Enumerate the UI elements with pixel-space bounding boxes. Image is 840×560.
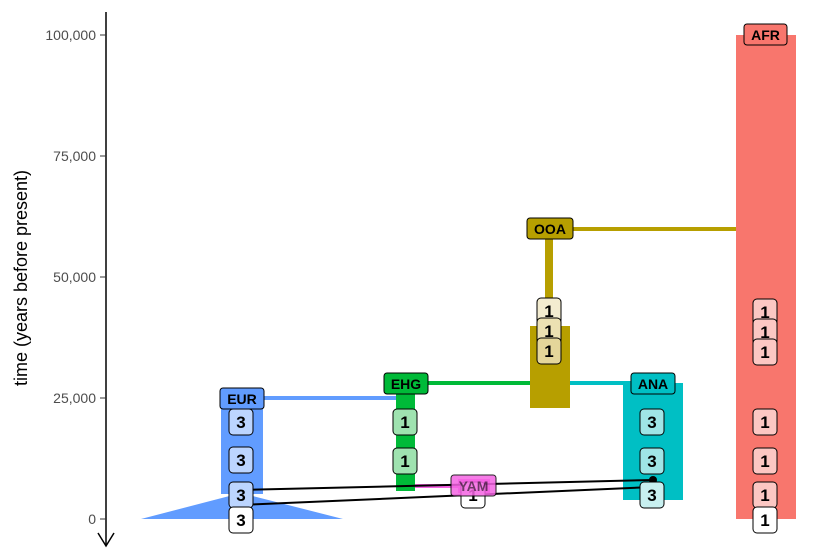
- gene-flow-line-2: [240, 486, 654, 506]
- y-tick-label: 25,000: [53, 390, 96, 406]
- sample-label-eur-4: 3: [228, 506, 254, 534]
- pop-name: ANA: [638, 376, 668, 392]
- sample-label-ooa-3: 1: [536, 337, 562, 365]
- pop-label-ooa: OOA: [526, 217, 574, 240]
- sample-labels: 1 1 1 1 1 1 1 1: [228, 297, 778, 534]
- sample-label-afr-4: 1: [752, 408, 778, 436]
- sample-count: 3: [236, 511, 245, 530]
- sample-label-eur-2: 3: [228, 446, 254, 474]
- pop-name: EHG: [391, 376, 421, 392]
- sample-count: 1: [760, 511, 769, 530]
- sample-count: 1: [760, 323, 769, 342]
- sample-count: 1: [760, 452, 769, 471]
- sample-label-afr-6: 1: [752, 481, 778, 509]
- sample-label-afr-5: 1: [752, 447, 778, 475]
- time-direction-arrow-icon: [97, 532, 115, 548]
- sample-count: 3: [236, 486, 245, 505]
- sample-count: 3: [647, 452, 656, 471]
- pop-name: OOA: [534, 221, 566, 237]
- sample-count: 1: [760, 343, 769, 362]
- sample-label-ana-1: 3: [639, 408, 665, 436]
- pop-name: YAM: [459, 478, 489, 494]
- sample-label-eur-1: 3: [228, 408, 254, 436]
- pop-name: EUR: [227, 391, 257, 407]
- sample-count: 3: [647, 486, 656, 505]
- pop-bar-afr: [736, 35, 796, 519]
- sample-count: 1: [760, 486, 769, 505]
- pop-label-eur: EUR: [219, 387, 265, 410]
- sample-label-afr-3: 1: [752, 338, 778, 366]
- sample-count: 1: [760, 303, 769, 322]
- y-tick-label: 100,000: [45, 27, 96, 43]
- y-tick-label: 0: [88, 511, 96, 527]
- sample-count: 1: [400, 452, 409, 471]
- gene-flow-line-1: [240, 479, 654, 491]
- sample-count: 1: [544, 302, 553, 321]
- sample-count: 1: [544, 342, 553, 361]
- gene-flow-arrows: [240, 476, 657, 506]
- pop-name: AFR: [751, 27, 780, 43]
- sample-count: 3: [236, 413, 245, 432]
- y-tick-label: 50,000: [53, 269, 96, 285]
- y-tick-label: 75,000: [53, 148, 96, 164]
- y-axis-title: time (years before present): [11, 170, 31, 386]
- sample-label-ana-2: 3: [639, 447, 665, 475]
- sample-label-eur-3: 3: [228, 481, 254, 509]
- sample-count: 1: [760, 413, 769, 432]
- pop-label-ehg: EHG: [383, 372, 429, 395]
- pop-label-yam: YAM: [450, 474, 497, 497]
- sample-label-ehg-2: 1: [392, 447, 418, 475]
- pop-bar-ooa-stem: [545, 229, 553, 329]
- population-bars: [141, 35, 796, 519]
- sample-count: 3: [647, 413, 656, 432]
- population-labels: AFR OOA EHG ANA EUR YAM: [219, 23, 788, 497]
- sample-count: 3: [236, 451, 245, 470]
- pop-bar-ehg: [396, 383, 415, 491]
- y-axis: 0 25,000 50,000 75,000 100,000 time (yea…: [11, 12, 115, 548]
- pop-label-ana: ANA: [630, 372, 676, 395]
- sample-label-ehg-1: 1: [392, 408, 418, 436]
- sample-label-ana-3: 3: [639, 481, 665, 509]
- sample-label-afr-7: 1: [752, 506, 778, 534]
- pop-label-afr: AFR: [743, 23, 788, 46]
- sample-count: 1: [400, 413, 409, 432]
- sample-count: 1: [544, 322, 553, 341]
